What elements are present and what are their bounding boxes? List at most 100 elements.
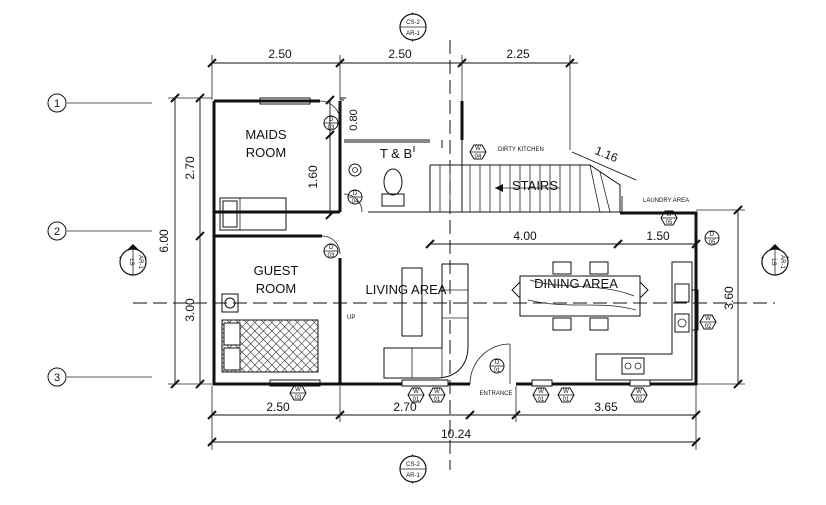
dim-left-lower: 3.00 [183,298,197,322]
window-tag-w01-c-number: 01 [538,397,545,403]
window-tag-w05 [660,210,678,226]
room-tb: T & B [380,146,412,161]
window-tag-w01-a-letter: W [413,389,419,395]
room-maids-line1: MAIDS [245,127,287,142]
room-dining: DINING AREA [534,276,618,291]
grid-bubble-2 [47,221,67,241]
dim-tb-lower: 1.60 [306,165,320,189]
door-tag-d03-guest-number: 03 [328,253,335,259]
room-stairs: STAIRS [512,178,558,193]
section-top-id: CS-2 [406,20,420,26]
dining-table [511,261,649,331]
stair-up-mark: UP [347,315,355,321]
window-tag-w04-number: 04 [475,154,482,160]
grid-lines [47,93,152,387]
dim-top-1: 2.50 [268,47,292,61]
door-tag-d04-tb [347,189,363,205]
window-tag-w01-a-number: 01 [413,397,420,403]
window-tag-w02-bottom [630,387,648,403]
window-tag-w01-d-number: 01 [563,397,570,403]
room-guest-line1: GUEST [254,263,299,278]
window-tag-w03-number: 03 [295,395,302,401]
dim-bottom-2: 2.70 [393,400,417,414]
window-tag-w01-c [532,387,550,403]
section-bottom-sheet: AR-1 [406,473,420,479]
window-tag-w03-letter: W [295,387,301,393]
toilet-fixtures [348,140,443,207]
window-tag-w01-b [428,387,446,403]
window-tag-w01-a [407,387,425,403]
door-tag-d01-entrance [489,358,505,374]
door-tag-d01-letter: D [495,360,500,366]
dim-left-total: 6.00 [157,229,171,253]
grid-label-1: 1 [54,98,60,110]
grid-label-2: 2 [54,226,60,238]
bottom-dimension-lines [207,386,701,450]
left-dimension-lines [168,93,212,389]
dim-stair-diag: 1.16 [593,143,620,165]
section-marker-left [119,244,147,276]
door-tag-d03-guest-letter: D [329,245,334,251]
window-tag-w02-bottom-number: 02 [636,397,643,403]
stairs [430,164,621,213]
dim-laundry-width: 1.50 [646,229,670,243]
section-marker-right [761,244,789,276]
door-tag-d05-number: 05 [709,240,716,246]
window-tag-w02-right-number: 02 [705,324,712,330]
room-dirty-kitchen: DIRTY KITCHEN [498,147,544,153]
window-tag-w05-number: 05 [666,220,673,226]
door-tag-d03-maids-number: 03 [328,125,335,131]
section-right-sheet: AR-1 [779,255,785,269]
room-guest-line2: ROOM [256,281,296,296]
dim-overall: 10.24 [441,427,471,441]
door-tag-d01-number: 01 [494,368,501,374]
dim-top-3: 2.25 [506,47,530,61]
window-tag-w01-b-number: 01 [434,397,441,403]
windows [259,97,699,387]
living-furniture [383,263,469,379]
dim-bottom-1: 2.50 [266,400,290,414]
window-tag-w04 [469,144,487,160]
door-tag-d03-maids [323,115,339,131]
section-bottom-id: CS-2 [406,462,420,468]
window-tag-w01-d [557,387,575,403]
dim-tb-upper: 0.80 [348,109,360,130]
door-tag-d05-letter: D [710,232,715,238]
grid-bubble-3 [47,367,67,387]
section-right-id: LS [770,258,776,265]
section-left-id: LS [128,258,134,265]
section-top-sheet: AR-1 [406,31,420,37]
guest-bed [221,293,319,373]
window-tag-w03 [289,385,307,401]
dim-left-upper: 2.70 [183,156,197,180]
door-tag-d04-number: 04 [352,199,359,205]
window-tag-w01-c-letter: W [538,389,544,395]
door-tag-d05-laundry [704,230,720,246]
door-tag-d04-letter: D [353,191,358,197]
room-maids-line2: ROOM [246,145,286,160]
window-tag-w04-letter: W [475,146,481,152]
kitchen-counter [595,261,693,381]
window-tag-w01-b-letter: W [434,389,440,395]
right-dimension-line [696,205,745,389]
section-left-sheet: AR-1 [137,255,143,269]
section-marker-bottom [399,454,427,484]
top-dimension-line [207,55,578,150]
window-tag-w02-right-letter: W [705,316,711,322]
dim-top-2: 2.50 [388,47,412,61]
door-swings [319,100,697,385]
door-tag-d03-guest [323,243,339,259]
room-living: LIVING AREA [366,282,447,297]
interior-walls [340,97,621,213]
interior-dimension-lines [325,95,701,249]
grid-label-3: 3 [54,372,60,384]
window-tag-w01-d-letter: W [563,389,569,395]
room-laundry: LAUNDRY AREA [643,198,689,204]
door-tag-d03-maids-letter: D [329,117,334,123]
maids-bed [219,197,287,231]
room-entrance: ENTRANCE [479,391,512,397]
dim-bottom-3: 3.65 [594,400,618,414]
window-tag-w02-bottom-letter: W [636,389,642,395]
section-marker-top [399,12,427,42]
